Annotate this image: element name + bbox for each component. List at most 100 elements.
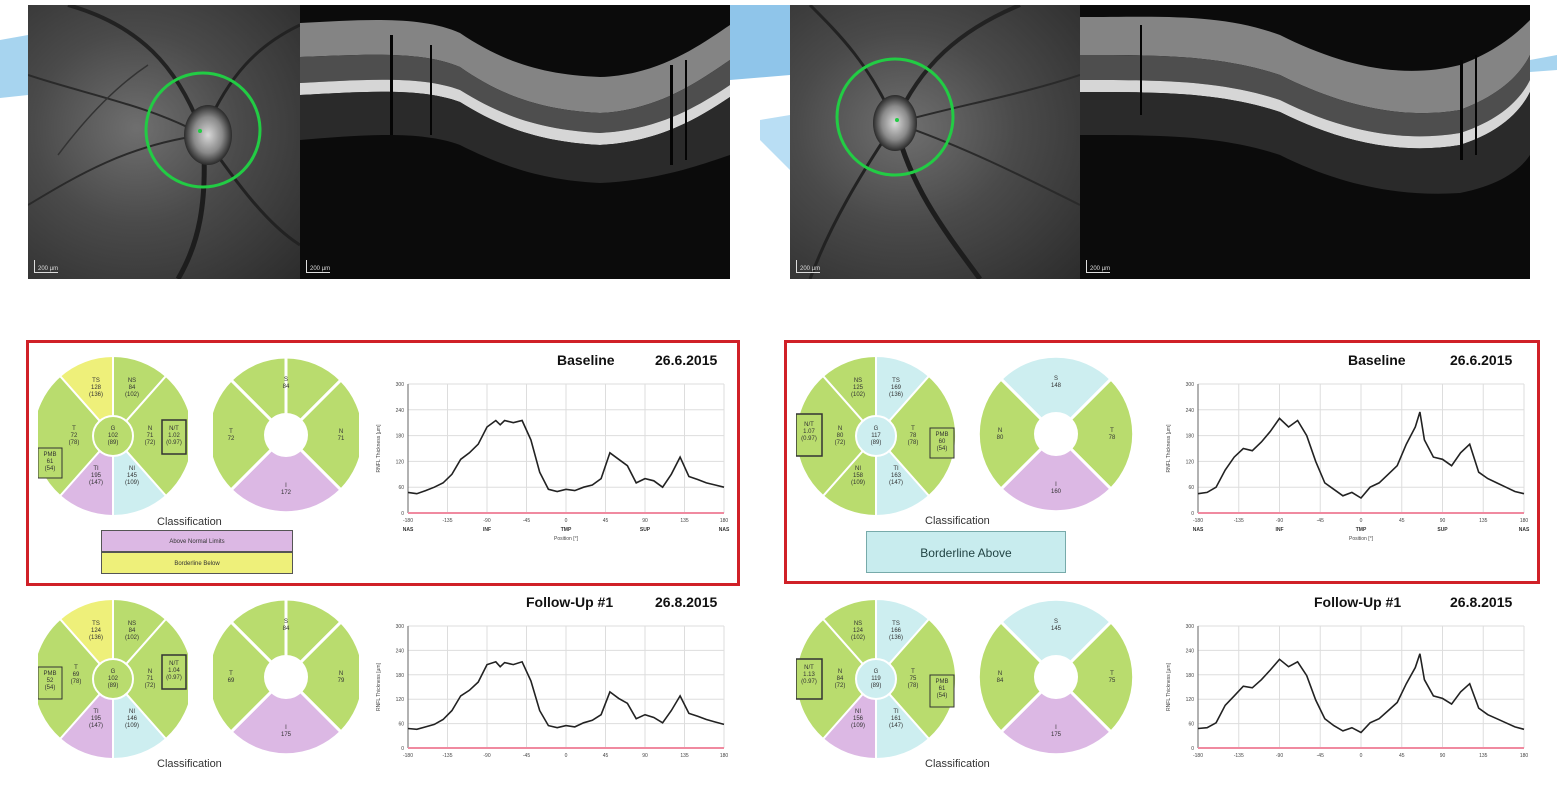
left-fundus-image: 200 µm [28,5,300,279]
x-tick-label: 180 [720,518,729,524]
x-tick-label: 135 [680,518,689,524]
x-tick-label: -90 [483,753,490,759]
y-axis-label: RNFL Thickness [µm] [1166,424,1172,473]
left-bscan-layers [300,20,730,183]
x-tick-label: 90 [642,518,648,524]
right-followup-date: 26.8.2015 [1450,594,1513,610]
x-tick-label: 0 [565,753,568,759]
x-tick-label: -45 [1317,518,1324,524]
left-bscan-scalebar: 200 µm [306,260,331,273]
right-bscan-image: 200 µm [1080,5,1530,279]
rnfl-thickness-line [1197,653,1525,734]
y-axis-label: RNFL Thickness [µm] [376,662,382,711]
left-baseline-classification-label: Classification [157,516,222,528]
region-label: SUP [640,527,651,533]
rbq-n: 80 [996,435,1004,441]
region-label: SUP [1437,527,1448,533]
x-tick-label: -180 [1193,518,1203,524]
left-baseline-sector-chart [38,354,188,518]
lbq-n: 71 [337,436,345,442]
x-tick-label: 135 [1479,753,1488,759]
right-baseline-quadrant-chart [978,354,1134,514]
lfq-i: 175 [280,732,291,738]
left-baseline-label: Baseline [557,352,615,368]
y-tick-label: 180 [1186,434,1195,440]
y-tick-label: 120 [1186,697,1195,703]
rfq-i: 175 [1050,732,1061,738]
y-tick-label: 120 [396,697,405,703]
y-tick-label: 300 [396,624,405,630]
x-axis-label: Position [°] [1349,536,1374,542]
y-tick-label: 300 [1186,624,1195,630]
y-tick-label: 180 [396,434,405,440]
x-tick-label: -135 [1234,753,1244,759]
left-bscan-image: 200 µm [300,5,730,279]
y-axis-label: RNFL Thickness [µm] [376,424,382,473]
x-tick-label: 90 [1440,753,1446,759]
region-label: INF [1275,527,1283,533]
right-bscan-scalebar: 200 µm [1086,260,1111,273]
x-tick-label: 90 [642,753,648,759]
right-baseline-legend-borderline-above: Borderline Above [866,531,1066,573]
left-fundus-vessels [28,5,300,279]
x-tick-label: -90 [483,518,490,524]
x-tick-label: -180 [403,518,413,524]
region-label: NAS [1519,527,1530,533]
left-baseline-legend-borderline: Borderline Below [101,552,293,574]
left-followup-sector-chart [38,597,188,761]
right-fundus-scalebar: 200 µm [796,260,821,273]
x-tick-label: -45 [523,753,530,759]
right-baseline-frame [784,340,1540,584]
lfq-n: 79 [337,678,345,684]
sector-NT [161,419,187,455]
left-baseline-legend-above: Above Normal Limits [101,530,293,552]
rfq-t: 75 [1108,678,1116,684]
rnfl-thickness-line [1197,411,1525,500]
region-label: INF [483,527,491,533]
right-followup-quadrant-chart [978,597,1134,757]
y-tick-label: 0 [1191,511,1194,517]
right-baseline-classification-label: Classification [925,515,990,527]
region-label: TMP [561,527,572,533]
x-tick-label: -135 [1234,518,1244,524]
right-baseline-label: Baseline [1348,352,1406,368]
x-tick-label: 180 [720,753,729,759]
y-tick-label: 60 [1188,485,1194,491]
rfq-n: 84 [996,678,1004,684]
x-tick-label: 135 [680,753,689,759]
x-axis-label: Position [°] [554,536,579,542]
y-tick-label: 240 [396,408,405,414]
lfq-t: 69 [227,678,235,684]
right-fundus-image: 200 µm [790,5,1080,279]
y-tick-label: 240 [1186,648,1195,654]
x-tick-label: 90 [1440,518,1446,524]
region-label: NAS [1193,527,1204,533]
y-tick-label: 60 [1188,722,1194,728]
x-tick-label: -45 [1317,753,1324,759]
x-tick-label: -90 [1276,518,1283,524]
left-followup-date: 26.8.2015 [655,594,718,610]
x-tick-label: 45 [603,753,609,759]
y-tick-label: 300 [396,382,405,388]
decorative-blue-ribbon [0,5,1557,170]
x-tick-label: 45 [1399,518,1405,524]
sector-PMB [38,447,63,479]
right-baseline-sector-chart [796,354,956,518]
sector-N [111,374,188,498]
right-followup-classification-label: Classification [925,758,990,770]
x-tick-label: 135 [1479,518,1488,524]
x-tick-label: -90 [1276,753,1283,759]
x-tick-label: 45 [603,518,609,524]
x-tick-label: 180 [1520,753,1529,759]
x-tick-label: 45 [1399,753,1405,759]
x-tick-label: 180 [1520,518,1529,524]
right-fundus-vessels [808,5,1080,279]
